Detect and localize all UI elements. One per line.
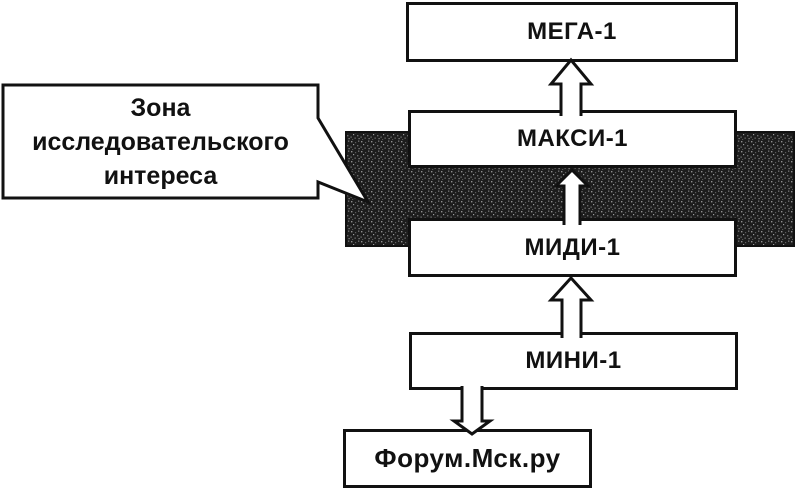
flow-arrow-mini-to-forum-icon bbox=[449, 386, 495, 436]
node-midi: МИДИ-1 bbox=[408, 218, 737, 277]
node-mega-label: МЕГА-1 bbox=[527, 18, 617, 45]
flow-arrow-maksi-to-mega-icon bbox=[547, 57, 595, 116]
node-midi-label: МИДИ-1 bbox=[524, 233, 621, 261]
node-forum: Форум.Мск.ру bbox=[343, 429, 592, 488]
callout-text: Зона исследовательского интереса bbox=[32, 93, 289, 190]
node-mega: МЕГА-1 bbox=[406, 2, 738, 62]
flow-arrow-mini-to-midi-icon bbox=[547, 275, 595, 338]
node-maksi-label: МАКСИ-1 bbox=[516, 125, 629, 152]
node-forum-label: Форум.Мск.ру bbox=[374, 443, 561, 473]
node-maksi: МАКСИ-1 bbox=[408, 110, 737, 168]
node-mini: МИНИ-1 bbox=[409, 332, 738, 390]
node-mini-label: МИНИ-1 bbox=[525, 347, 622, 374]
flow-arrow-midi-to-maksi-icon bbox=[552, 167, 592, 225]
